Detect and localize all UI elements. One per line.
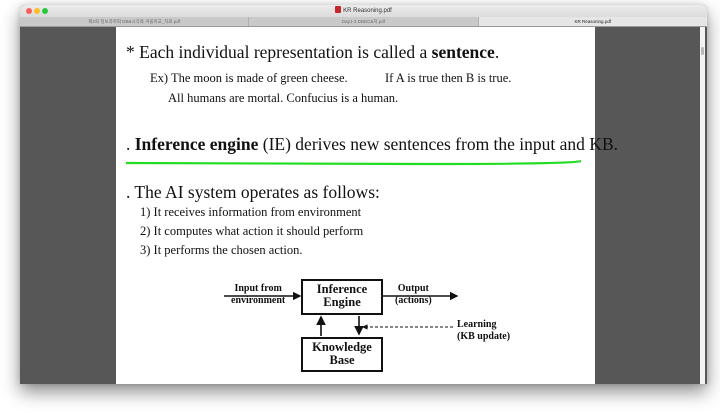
zoom-window-button[interactable] [42, 8, 48, 14]
operation-step-1: 1) It receives information from environm… [140, 205, 362, 219]
tab-korean-winter-school-pdf[interactable]: 제2회 정보과학회 DB&시각화 겨울학교_자료.pdf [20, 17, 250, 26]
tab-kr-reasoning-pdf[interactable]: KR Reasoning.pdf [478, 17, 707, 26]
knowledge-base-box: Knowledge Base [301, 337, 383, 372]
term-sentence: sentence [431, 42, 495, 62]
title-bar: KR Reasoning.pdf [20, 5, 707, 17]
input-label: Input from environment [231, 283, 286, 306]
tab-bar: 제2회 정보과학회 DB&시각화 겨울학교_자료.pdf Day1-3 DBDC… [20, 17, 707, 27]
ai-system-diagram: Input from environment Inference Engine … [221, 270, 521, 384]
operation-step-2: 2) It computes what action it should per… [140, 224, 364, 238]
sentence-definition: * Each individual representation is call… [126, 42, 500, 62]
term-inference-engine: Inference engine [134, 134, 259, 154]
close-window-button[interactable] [26, 8, 32, 14]
output-label: Output (actions) [395, 283, 432, 306]
inference-engine-definition: . Inference engine (IE) derives new sent… [126, 134, 618, 154]
vertical-scrollbar[interactable] [700, 27, 705, 384]
pdf-viewer-window: KR Reasoning.pdf 제2회 정보과학회 DB&시각화 겨울학교_자… [20, 5, 707, 384]
inference-engine-box: Inference Engine [301, 279, 383, 315]
example-2: If A is true then B is true. [385, 71, 512, 85]
pdf-page: * Each individual representation is call… [116, 27, 618, 384]
example-1: Ex) The moon is made of green cheese. [150, 71, 348, 85]
example-3: All humans are mortal. Confucius is a hu… [168, 91, 399, 105]
green-highlight-underline [126, 160, 581, 166]
pdf-document-icon [335, 6, 342, 13]
diagram-arrows [224, 291, 459, 336]
window-title: KR Reasoning.pdf [20, 6, 707, 16]
scrollbar-thumb[interactable] [701, 47, 704, 55]
tab-day1-3-pdf[interactable]: Day1-3 DBDC&지.pdf [249, 17, 479, 26]
operations-heading: . The AI system operates as follows: [126, 182, 380, 202]
minimize-window-button[interactable] [34, 8, 40, 14]
operation-step-3: 3) It performs the chosen action. [140, 243, 303, 257]
learning-label: Learning (KB update) [457, 319, 511, 342]
